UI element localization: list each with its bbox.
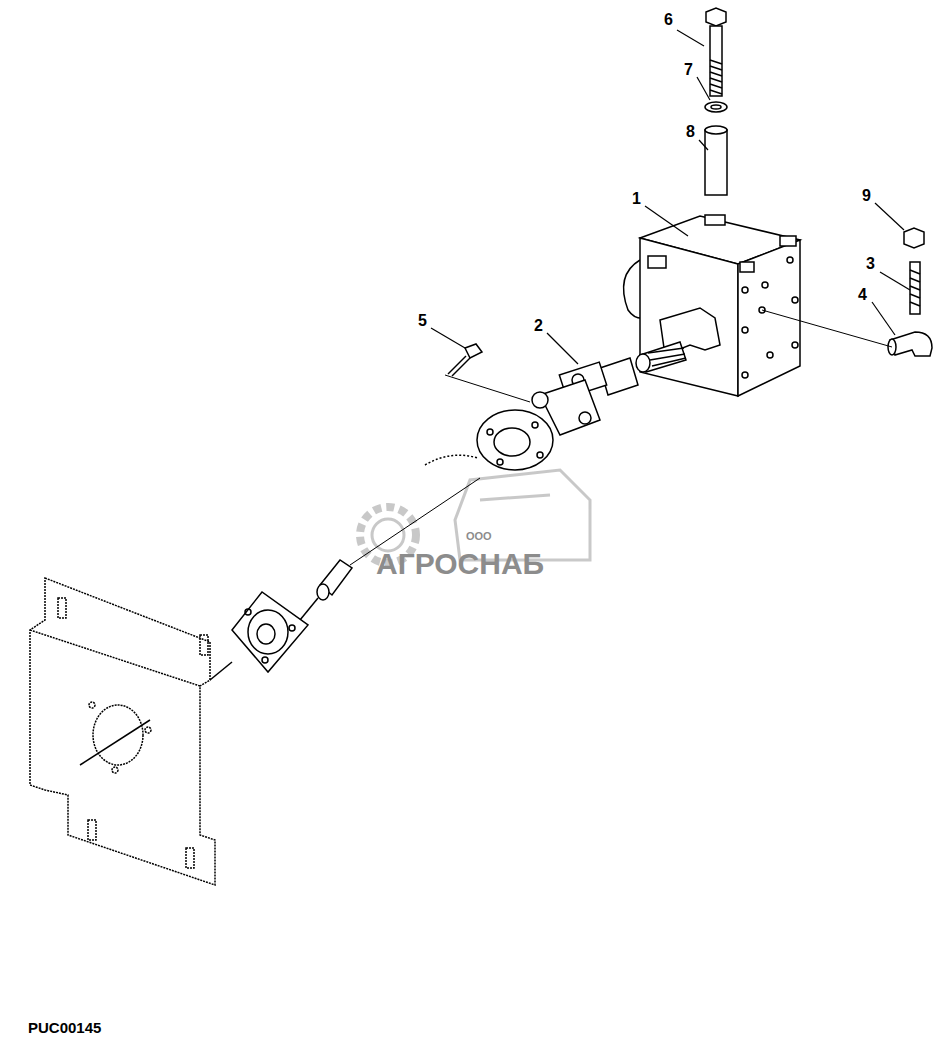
drive-shaft <box>300 560 352 620</box>
callout-number: 2 <box>534 318 543 334</box>
callout-number: 5 <box>418 313 427 329</box>
nut <box>904 228 924 248</box>
watermark: АГРОСНАБ <box>376 549 544 579</box>
callout-number: 3 <box>866 256 875 272</box>
spacer-tube <box>705 126 727 195</box>
bearing-flange <box>232 592 308 672</box>
assembly-line <box>350 310 892 565</box>
elbow-fitting <box>888 332 932 356</box>
flange-bolt <box>448 344 482 376</box>
figure-code: PUC00145 <box>28 1020 101 1035</box>
bolt <box>706 8 726 96</box>
splined-shaft <box>636 342 686 372</box>
universal-joint <box>425 358 638 470</box>
washer <box>705 102 727 112</box>
callout-number: 1 <box>632 191 641 207</box>
stud <box>910 262 920 314</box>
callout-number: 9 <box>862 188 871 204</box>
mounting-plate <box>30 578 232 885</box>
callout-number: 8 <box>686 124 695 140</box>
watermark: ООО <box>466 531 492 542</box>
leader-line <box>431 30 910 364</box>
callout-number: 7 <box>684 62 693 78</box>
gearbox <box>624 215 800 396</box>
callout-number: 4 <box>858 287 867 303</box>
washer-hole <box>711 105 721 109</box>
callout-number: 6 <box>664 12 673 28</box>
